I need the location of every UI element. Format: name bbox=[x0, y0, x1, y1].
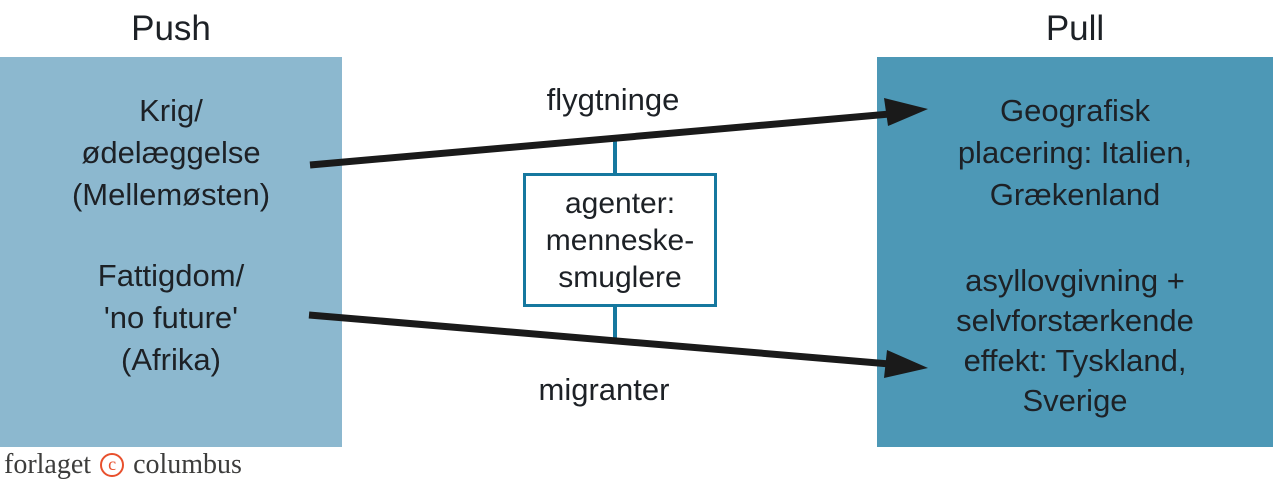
pull-factor-asylum-line: asyllovgivning + bbox=[965, 263, 1185, 298]
publisher-logo-text-left: forlaget bbox=[4, 449, 92, 480]
pull-factor-asylum-line: Sverige bbox=[1022, 383, 1128, 418]
flow-label-migrants: migranter bbox=[538, 372, 670, 407]
agents-box: agenter: menneske- smuglere bbox=[523, 173, 717, 307]
pull-factor-geography-line: placering: Italien, bbox=[957, 135, 1193, 170]
push-factor-poverty-line: Fattigdom/ bbox=[97, 258, 245, 293]
copyright-circle-icon: c bbox=[100, 453, 125, 477]
flow-label-refugees: flygtninge bbox=[546, 82, 680, 117]
push-factor-poverty: Fattigdom/ 'no future' (Afrika) bbox=[0, 255, 342, 381]
push-factor-poverty-line: 'no future' bbox=[103, 300, 239, 335]
pull-factors-box: Geografisk placering: Italien, Grækenlan… bbox=[877, 57, 1273, 447]
pull-title: Pull bbox=[1045, 9, 1105, 48]
push-factor-poverty-line: (Afrika) bbox=[121, 342, 221, 377]
agents-box-line: smuglere bbox=[558, 260, 682, 294]
push-factor-war: Krig/ ødelæggelse (Mellemøsten) bbox=[0, 90, 342, 216]
pull-factor-geography-line: Geografisk bbox=[1000, 93, 1150, 128]
pull-factor-geography-line: Grækenland bbox=[989, 177, 1161, 212]
pull-factor-asylum-line: effekt: Tyskland, bbox=[963, 343, 1187, 378]
push-factor-war-line: Krig/ bbox=[139, 93, 203, 128]
publisher-logo: forlaget c columbus bbox=[4, 449, 242, 481]
flow-arrow-top bbox=[309, 110, 891, 169]
publisher-logo-text-right: columbus bbox=[133, 449, 242, 480]
push-factor-war-line: ødelæggelse bbox=[81, 135, 261, 170]
flow-arrow-bottom bbox=[308, 311, 891, 368]
push-factor-war-line: (Mellemøsten) bbox=[71, 177, 271, 212]
push-title: Push bbox=[131, 9, 211, 48]
pull-factor-asylum-line: selvforstærkende bbox=[956, 303, 1194, 338]
agents-box-line: agenter: bbox=[564, 186, 676, 220]
agents-box-line: menneske- bbox=[545, 223, 695, 257]
push-factors-box: Krig/ ødelæggelse (Mellemøsten) Fattigdo… bbox=[0, 57, 342, 447]
pull-factor-asylum: asyllovgivning + selvforstærkende effekt… bbox=[877, 261, 1273, 421]
pull-factor-geography: Geografisk placering: Italien, Grækenlan… bbox=[877, 90, 1273, 216]
